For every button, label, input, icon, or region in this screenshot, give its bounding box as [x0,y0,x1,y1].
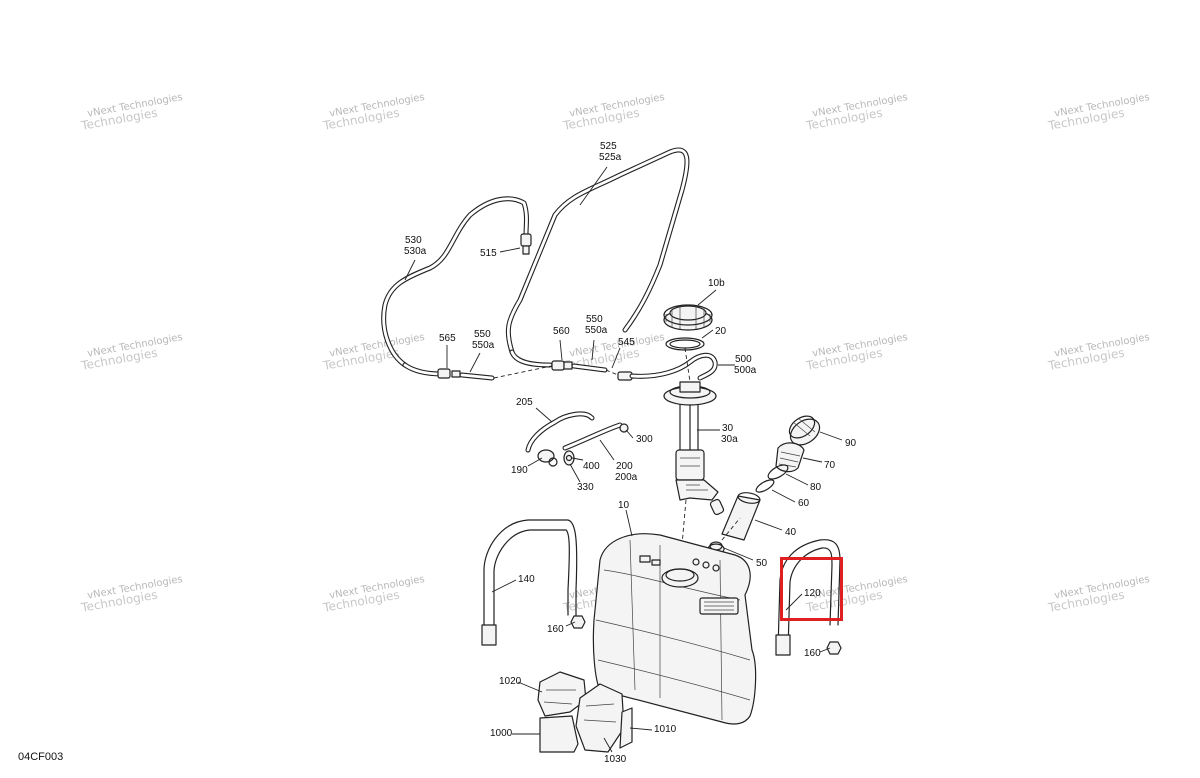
watermark: vNext Technologies Technologies [321,92,425,133]
watermark: vNext Technologies Technologies [79,574,183,615]
callout-30: 30 [722,423,734,434]
callout-1000: 1000 [490,728,513,739]
callout-500: 500 [735,354,752,365]
watermark: vNext Technologies Technologies [1046,92,1150,133]
highlight-box-strap-120 [780,557,843,621]
callout-560: 560 [553,326,570,337]
nut-160 [570,615,586,629]
callout-120: 120 [804,588,821,599]
watermark: vNext Technologies Technologies [79,92,183,133]
leader-lines [404,166,843,753]
callout-160: 160 [547,624,564,635]
hose-205 [525,411,595,453]
filler-hose-40 [709,492,761,541]
callout-205: 205 [516,397,533,408]
vent-hose-525 [505,147,690,368]
watermark: vNext Technologies Technologies [1046,574,1150,615]
callout-70: 70 [824,460,836,471]
callout-400: 400 [583,461,600,472]
callout-530: 530 [405,235,422,246]
vent-hose-530 [381,196,529,377]
watermark: vNext Technologies Technologies [1046,332,1150,373]
callout-160: 160 [804,648,821,659]
hose-500 [629,352,718,381]
callout-330: 330 [577,482,594,493]
shield-1010 [619,707,633,749]
watermark: vNext Technologies Technologies [804,92,908,133]
hose-line-550 [437,360,633,381]
callout-90: 90 [845,438,857,449]
callout-190: 190 [511,465,528,476]
clamp-80 [767,464,789,480]
figure-code: 04CF003 [18,751,64,763]
callout-60: 60 [798,498,810,509]
callout-20: 20 [715,326,727,337]
callout-1020: 1020 [499,676,522,687]
callout-565: 565 [439,333,456,344]
callout-labels: 525 525a 530 530a 515 565 550 550a 560 5… [404,141,857,765]
callout-80: 80 [810,482,822,493]
callout-550: 550 [586,314,603,325]
shield-1000 [539,715,579,753]
fuel-cap-90 [788,415,821,446]
callout-550a: 550a [585,325,608,336]
callout-1010: 1010 [654,724,677,735]
callout-40: 40 [785,527,797,538]
check-valve-515 [520,233,532,255]
watermark: vNext Technologies Technologies [804,332,908,373]
fuel-tank-10 [592,533,757,725]
assembly-axis [684,347,691,383]
callout-200a: 200a [615,472,638,483]
watermark: vNext Technologies Technologies [561,92,665,133]
filler-neck-70 [775,442,805,473]
watermark: vNext Technologies Technologies [79,332,183,373]
watermarks: vNext Technologies Technologies vNext Te… [79,92,1150,615]
ring-nut-10b [663,304,713,331]
callout-515: 515 [480,248,497,259]
clamp-60 [755,479,775,493]
clamp-190 [537,449,558,467]
callout-10b: 10b [708,278,725,289]
fuel-pump-module-30 [663,381,719,501]
callout-1030: 1030 [604,754,627,765]
shield-1030 [575,683,625,753]
callout-545: 545 [618,337,635,348]
callout-30a: 30a [721,434,738,445]
callout-525: 525 [600,141,617,152]
callout-550a: 550a [472,340,495,351]
nut-160 [826,641,842,655]
watermark: vNext Technologies Technologies [321,574,425,615]
hose-200 [562,422,623,451]
assembly-axis [681,499,687,546]
callout-10: 10 [618,500,630,511]
callout-550: 550 [474,329,491,340]
callout-525a: 525a [599,152,622,163]
callout-50: 50 [756,558,768,569]
callout-200: 200 [616,461,633,472]
callout-500a: 500a [734,365,757,376]
shield-1020 [537,671,587,717]
callout-300: 300 [636,434,653,445]
callout-140: 140 [518,574,535,585]
callout-530a: 530a [404,246,427,257]
strap-140 [481,519,578,646]
